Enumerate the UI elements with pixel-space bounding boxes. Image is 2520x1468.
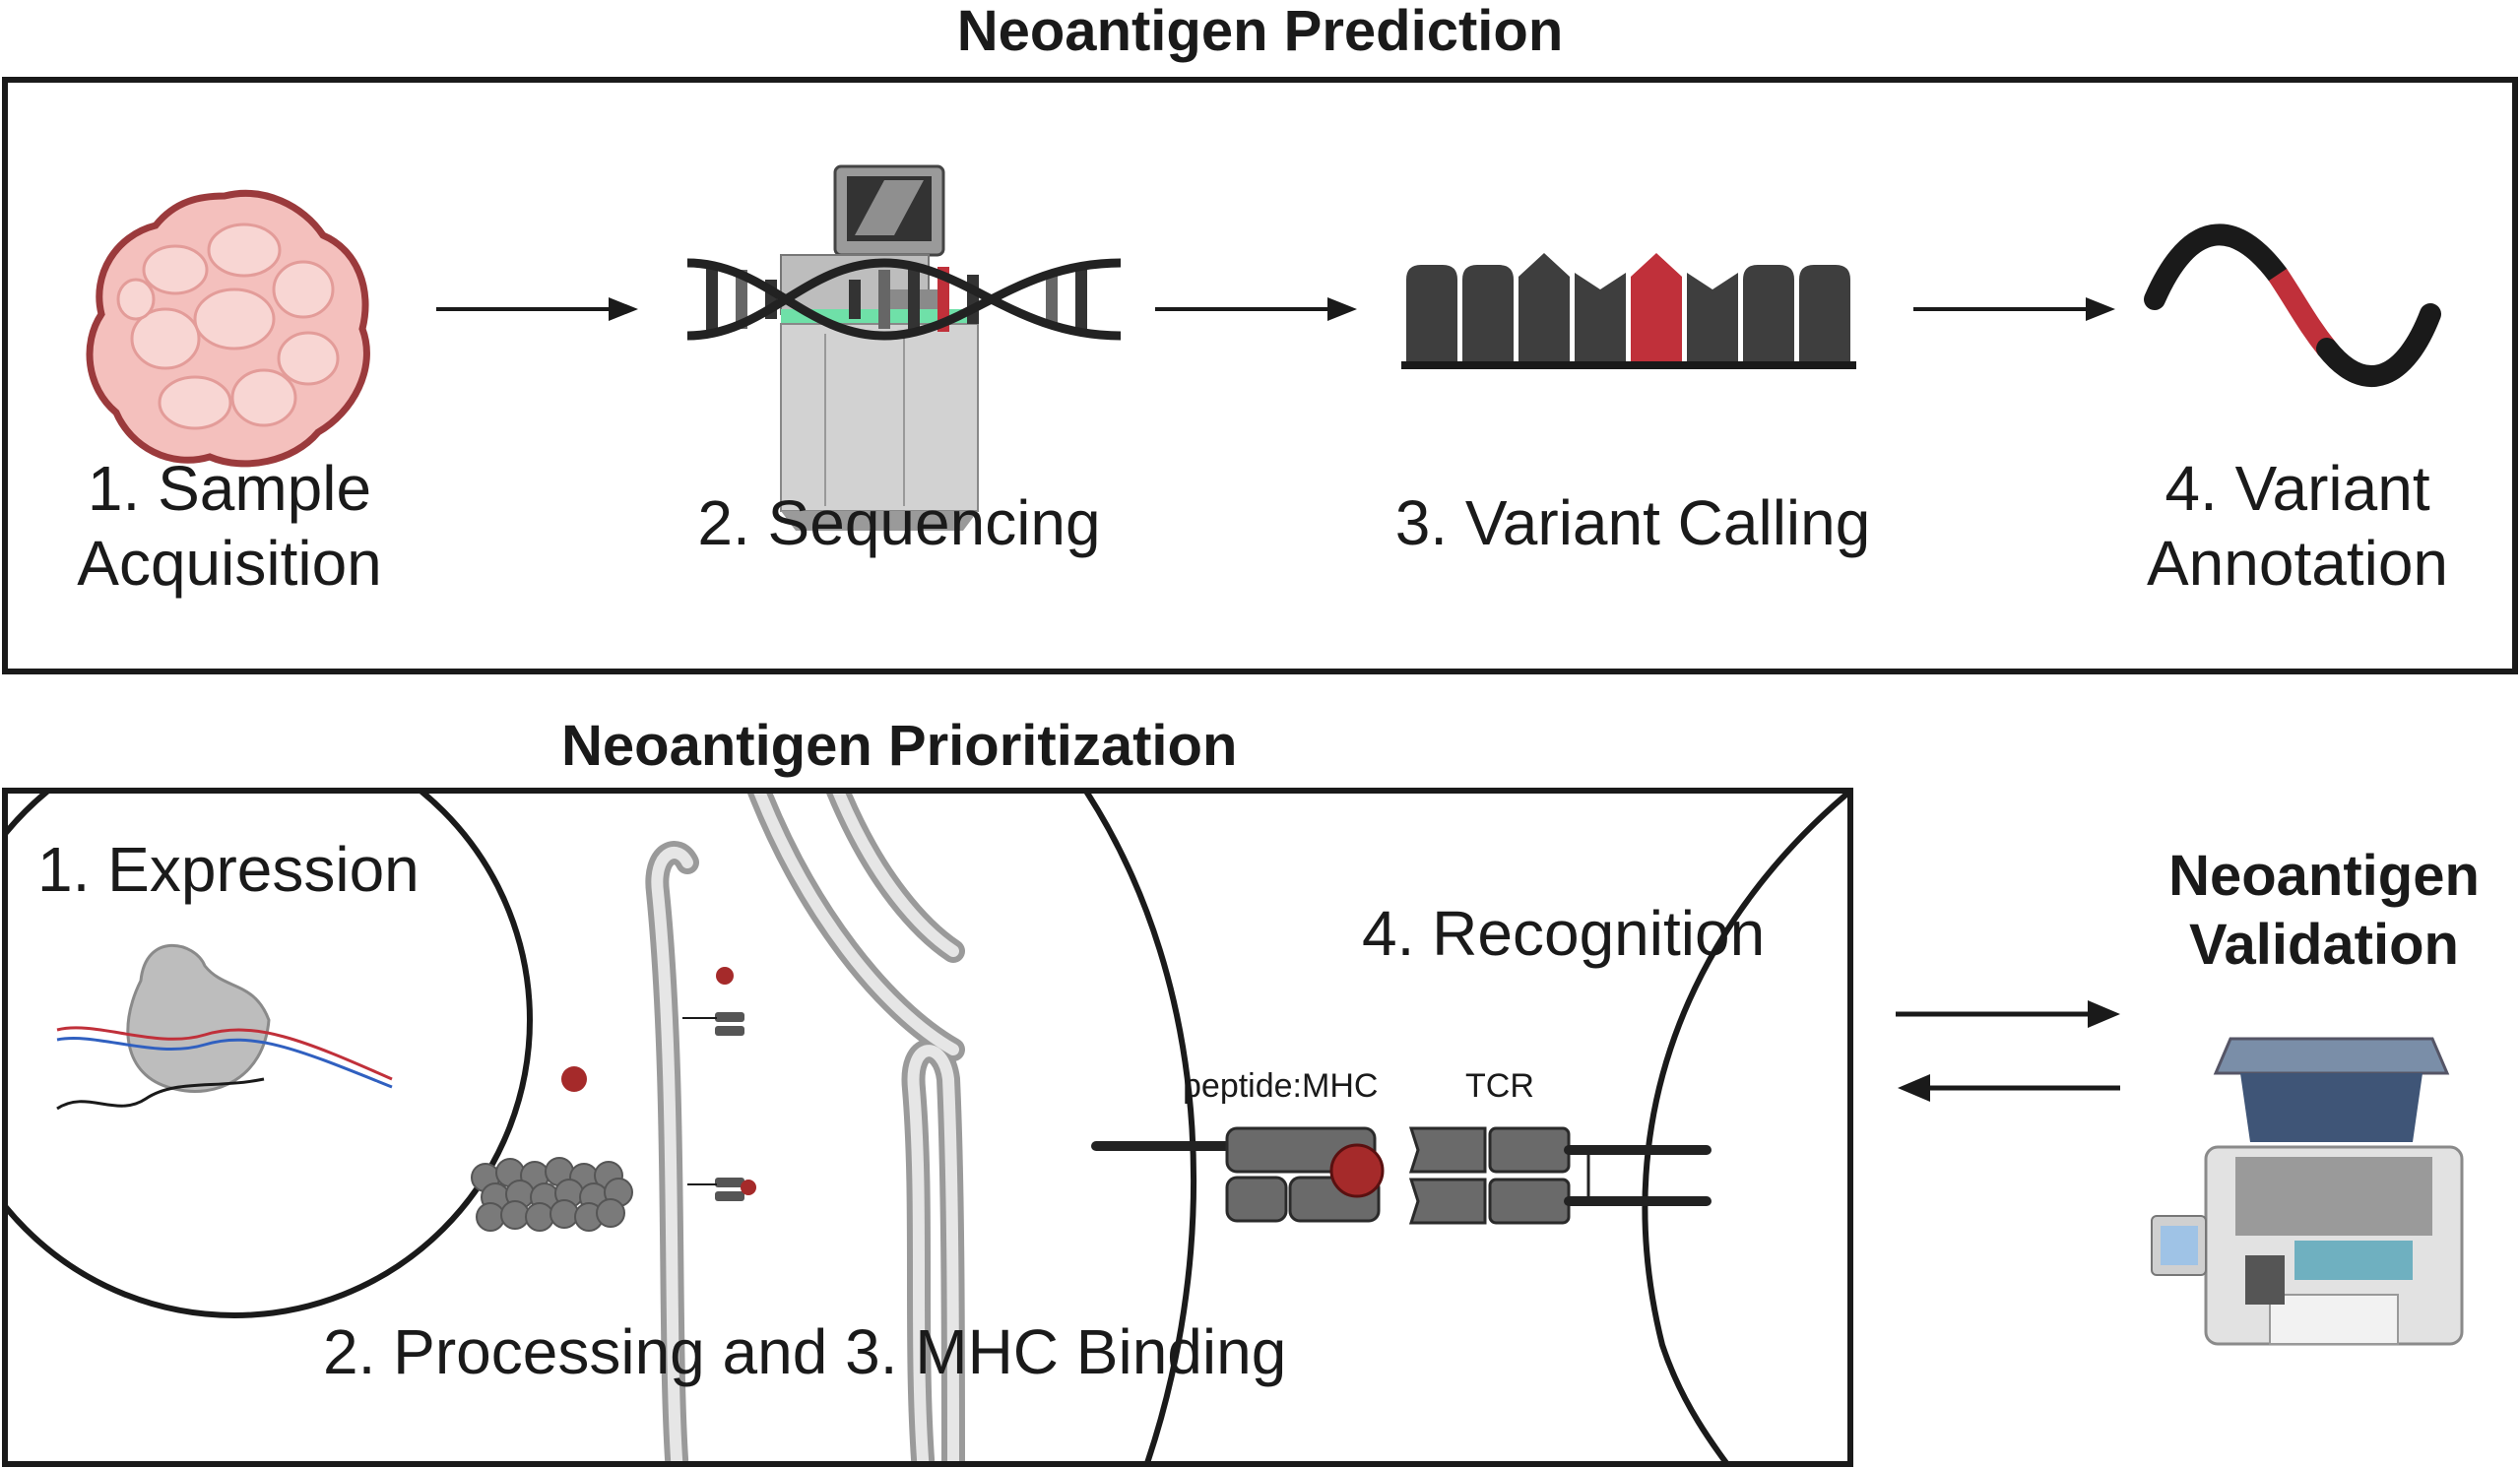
- recognition-label: 4. Recognition: [1362, 898, 1766, 969]
- validation-title: Neoantigen Validation: [2112, 842, 2520, 979]
- variant-reads-icon: [1401, 253, 1856, 369]
- processing-binding-label: 2. Processing and 3. MHC Binding: [323, 1316, 1287, 1387]
- dna-helix-icon: [686, 258, 1122, 341]
- step-1-line1: 1. Sample: [87, 453, 372, 524]
- step-sequencing-label: 2. Sequencing: [697, 487, 1101, 558]
- cell-background: [8, 794, 1847, 1461]
- validation-line2: Validation: [2189, 912, 2459, 977]
- arrow-left-icon: [1898, 1074, 2120, 1102]
- peptide-mhc-label: peptide:MHC: [1183, 1067, 1379, 1105]
- step-1-line2: Acquisition: [77, 527, 382, 599]
- validation-line1: Neoantigen: [2168, 844, 2480, 908]
- prioritization-title: Neoantigen Prioritization: [561, 714, 1238, 778]
- prioritization-panel: 1. Expression 4. Recognition peptide:MHC…: [2, 788, 1853, 1467]
- arrow-right-icon: [1155, 297, 1357, 321]
- step-sample-acquisition-label: 1. Sample Acquisition: [28, 452, 431, 601]
- arrow-right-icon: [1896, 1000, 2120, 1028]
- tumor-tissue-icon: [86, 189, 370, 468]
- expression-label: 1. Expression: [37, 834, 420, 905]
- step-4-line2: Annotation: [2146, 527, 2449, 599]
- step-4-line1: 4. Variant: [2165, 453, 2430, 524]
- tcr-label: TCR: [1465, 1067, 1534, 1105]
- prediction-title: Neoantigen Prediction: [956, 0, 1564, 63]
- validation-instrument-icon: [2151, 1037, 2464, 1346]
- step-variant-annotation-label: 4. Variant Annotation: [2096, 452, 2499, 601]
- arrow-right-icon: [1913, 297, 2115, 321]
- annotation-wave-icon: [2144, 223, 2441, 387]
- arrow-right-icon: [436, 297, 638, 321]
- prediction-panel: 1. Sample Acquisition: [2, 77, 2518, 674]
- step-variant-calling-label: 3. Variant Calling: [1394, 487, 1871, 558]
